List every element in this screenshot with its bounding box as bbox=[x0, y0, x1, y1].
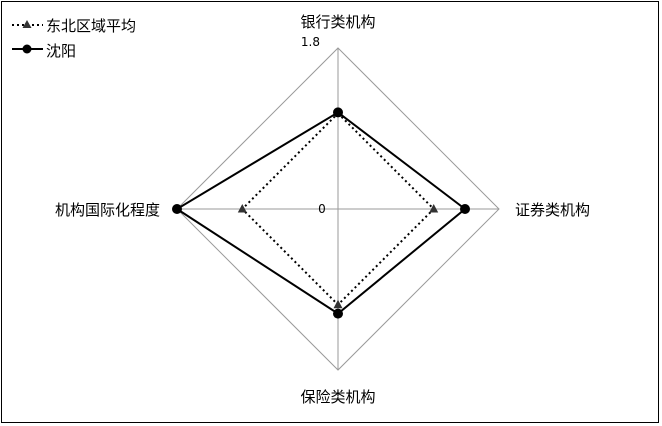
legend-item-northeast-average: 东北区域平均 bbox=[12, 17, 136, 35]
axis-label-internationalization: 机构国际化程度 bbox=[55, 201, 160, 219]
axis-label-bank: 银行类机构 bbox=[300, 13, 375, 31]
legend: 东北区域平均 沈阳 bbox=[12, 17, 136, 60]
tick-label-max: 1.8 bbox=[301, 35, 320, 49]
data-point-series0-axis1 bbox=[429, 204, 439, 213]
data-point-series1-axis2 bbox=[333, 308, 343, 319]
data-point-series0-axis2 bbox=[333, 299, 343, 309]
legend-label-shenyang: 沈阳 bbox=[46, 42, 76, 60]
legend-marker-triangle bbox=[22, 20, 32, 28]
series-layer bbox=[172, 107, 471, 319]
legend-label-northeast-average: 东北区域平均 bbox=[46, 17, 136, 35]
tick-label-min: 0 bbox=[318, 202, 326, 216]
axis-labels: 银行类机构 证券类机构 保险类机构 机构国际化程度 0 1.8 bbox=[55, 13, 590, 406]
data-point-series1-axis1 bbox=[460, 204, 471, 214]
axis-label-securities: 证券类机构 bbox=[515, 201, 590, 219]
axis-label-insurance: 保险类机构 bbox=[300, 388, 375, 406]
radar-grid bbox=[176, 47, 500, 371]
data-point-series0-axis3 bbox=[237, 204, 247, 213]
legend-marker-circle bbox=[22, 44, 32, 54]
data-point-series1-axis0 bbox=[333, 107, 343, 118]
legend-item-shenyang: 沈阳 bbox=[12, 42, 76, 60]
data-point-series1-axis3 bbox=[172, 204, 182, 214]
